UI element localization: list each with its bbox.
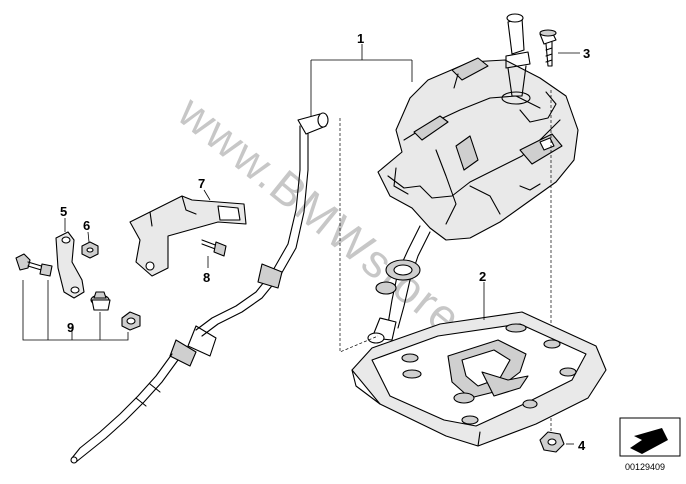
callout-3: 3: [583, 46, 590, 61]
assembly-line-1: [339, 118, 379, 353]
callout-1: 1: [357, 31, 364, 46]
callout-9-bracket: [22, 280, 129, 341]
nut-9c: [121, 311, 141, 331]
callout-6: 6: [83, 218, 90, 233]
arrow-down-right-icon: [619, 417, 681, 457]
bolt-9a: [15, 253, 53, 277]
nut-4: [539, 431, 565, 453]
callout-5: 5: [60, 204, 67, 219]
ball-stud-9b: [90, 291, 111, 311]
callout-2: 2: [479, 269, 486, 284]
callout-7: 7: [198, 176, 205, 191]
bolt-8: [201, 239, 227, 257]
diagram-ref-number: 00129409: [625, 462, 665, 472]
callout-7-leader: [203, 189, 211, 201]
callout-8: 8: [203, 270, 210, 285]
callout-9: 9: [67, 320, 74, 335]
nut-6: [81, 241, 99, 259]
gear-selector-switch: [367, 13, 579, 344]
base-plate: [351, 311, 607, 447]
bracket-7: [129, 195, 247, 277]
lever-5: [55, 231, 85, 299]
screw-3: [539, 29, 557, 67]
callout-6-leader: [87, 231, 90, 243]
callout-4: 4: [578, 438, 586, 453]
callout-1-bracket: [310, 44, 413, 118]
selector-cable: [70, 112, 329, 464]
